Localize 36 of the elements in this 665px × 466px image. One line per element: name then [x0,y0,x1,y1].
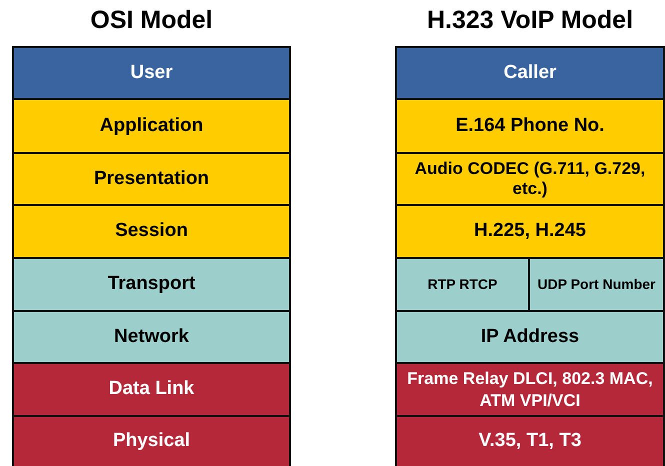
layer-box [12,310,291,364]
layer-box [395,310,665,364]
layer-box [12,415,291,466]
column-heading: OSI Model [89,6,214,35]
layer-box [528,257,665,312]
layer-text: Audio CODEC (G.711, G.729, etc.) [414,159,646,199]
layer-box [12,152,291,206]
layer-box [395,257,530,312]
layer-text: RTP RTCP [428,276,498,293]
layer-box [12,257,291,312]
layer-text: V.35, T1, T3 [478,430,582,453]
layer-box [12,46,291,100]
layer-box [395,204,665,259]
layer-text: UDP Port Number [538,276,656,293]
layer-box [12,204,291,259]
layer-text: Transport [108,273,196,296]
layer-box [395,98,665,154]
layer-text: Physical [112,430,190,453]
layer-box [395,152,665,206]
layer-text: H.225, H.245 [474,220,586,243]
layer-box [395,415,665,466]
layer-text: Network [114,326,189,348]
layer-box [395,46,665,100]
layer-box [12,98,291,154]
layer-text: Application [100,114,204,138]
layer-box [395,362,665,417]
layer-text: Session [115,220,188,243]
layer-text: User [130,62,173,84]
column-heading: H.323 VoIP Model [426,6,634,35]
layer-text: Presentation [94,168,210,190]
layer-text: IP Address [480,326,580,348]
layer-box [12,362,291,417]
layer-text: Frame Relay DLCI, 802.3 MAC, ATM VPI/VCI [406,368,654,411]
layer-text: Caller [504,62,556,84]
layer-text: Data Link [108,378,194,401]
layer-text: E.164 Phone No. [456,114,604,138]
